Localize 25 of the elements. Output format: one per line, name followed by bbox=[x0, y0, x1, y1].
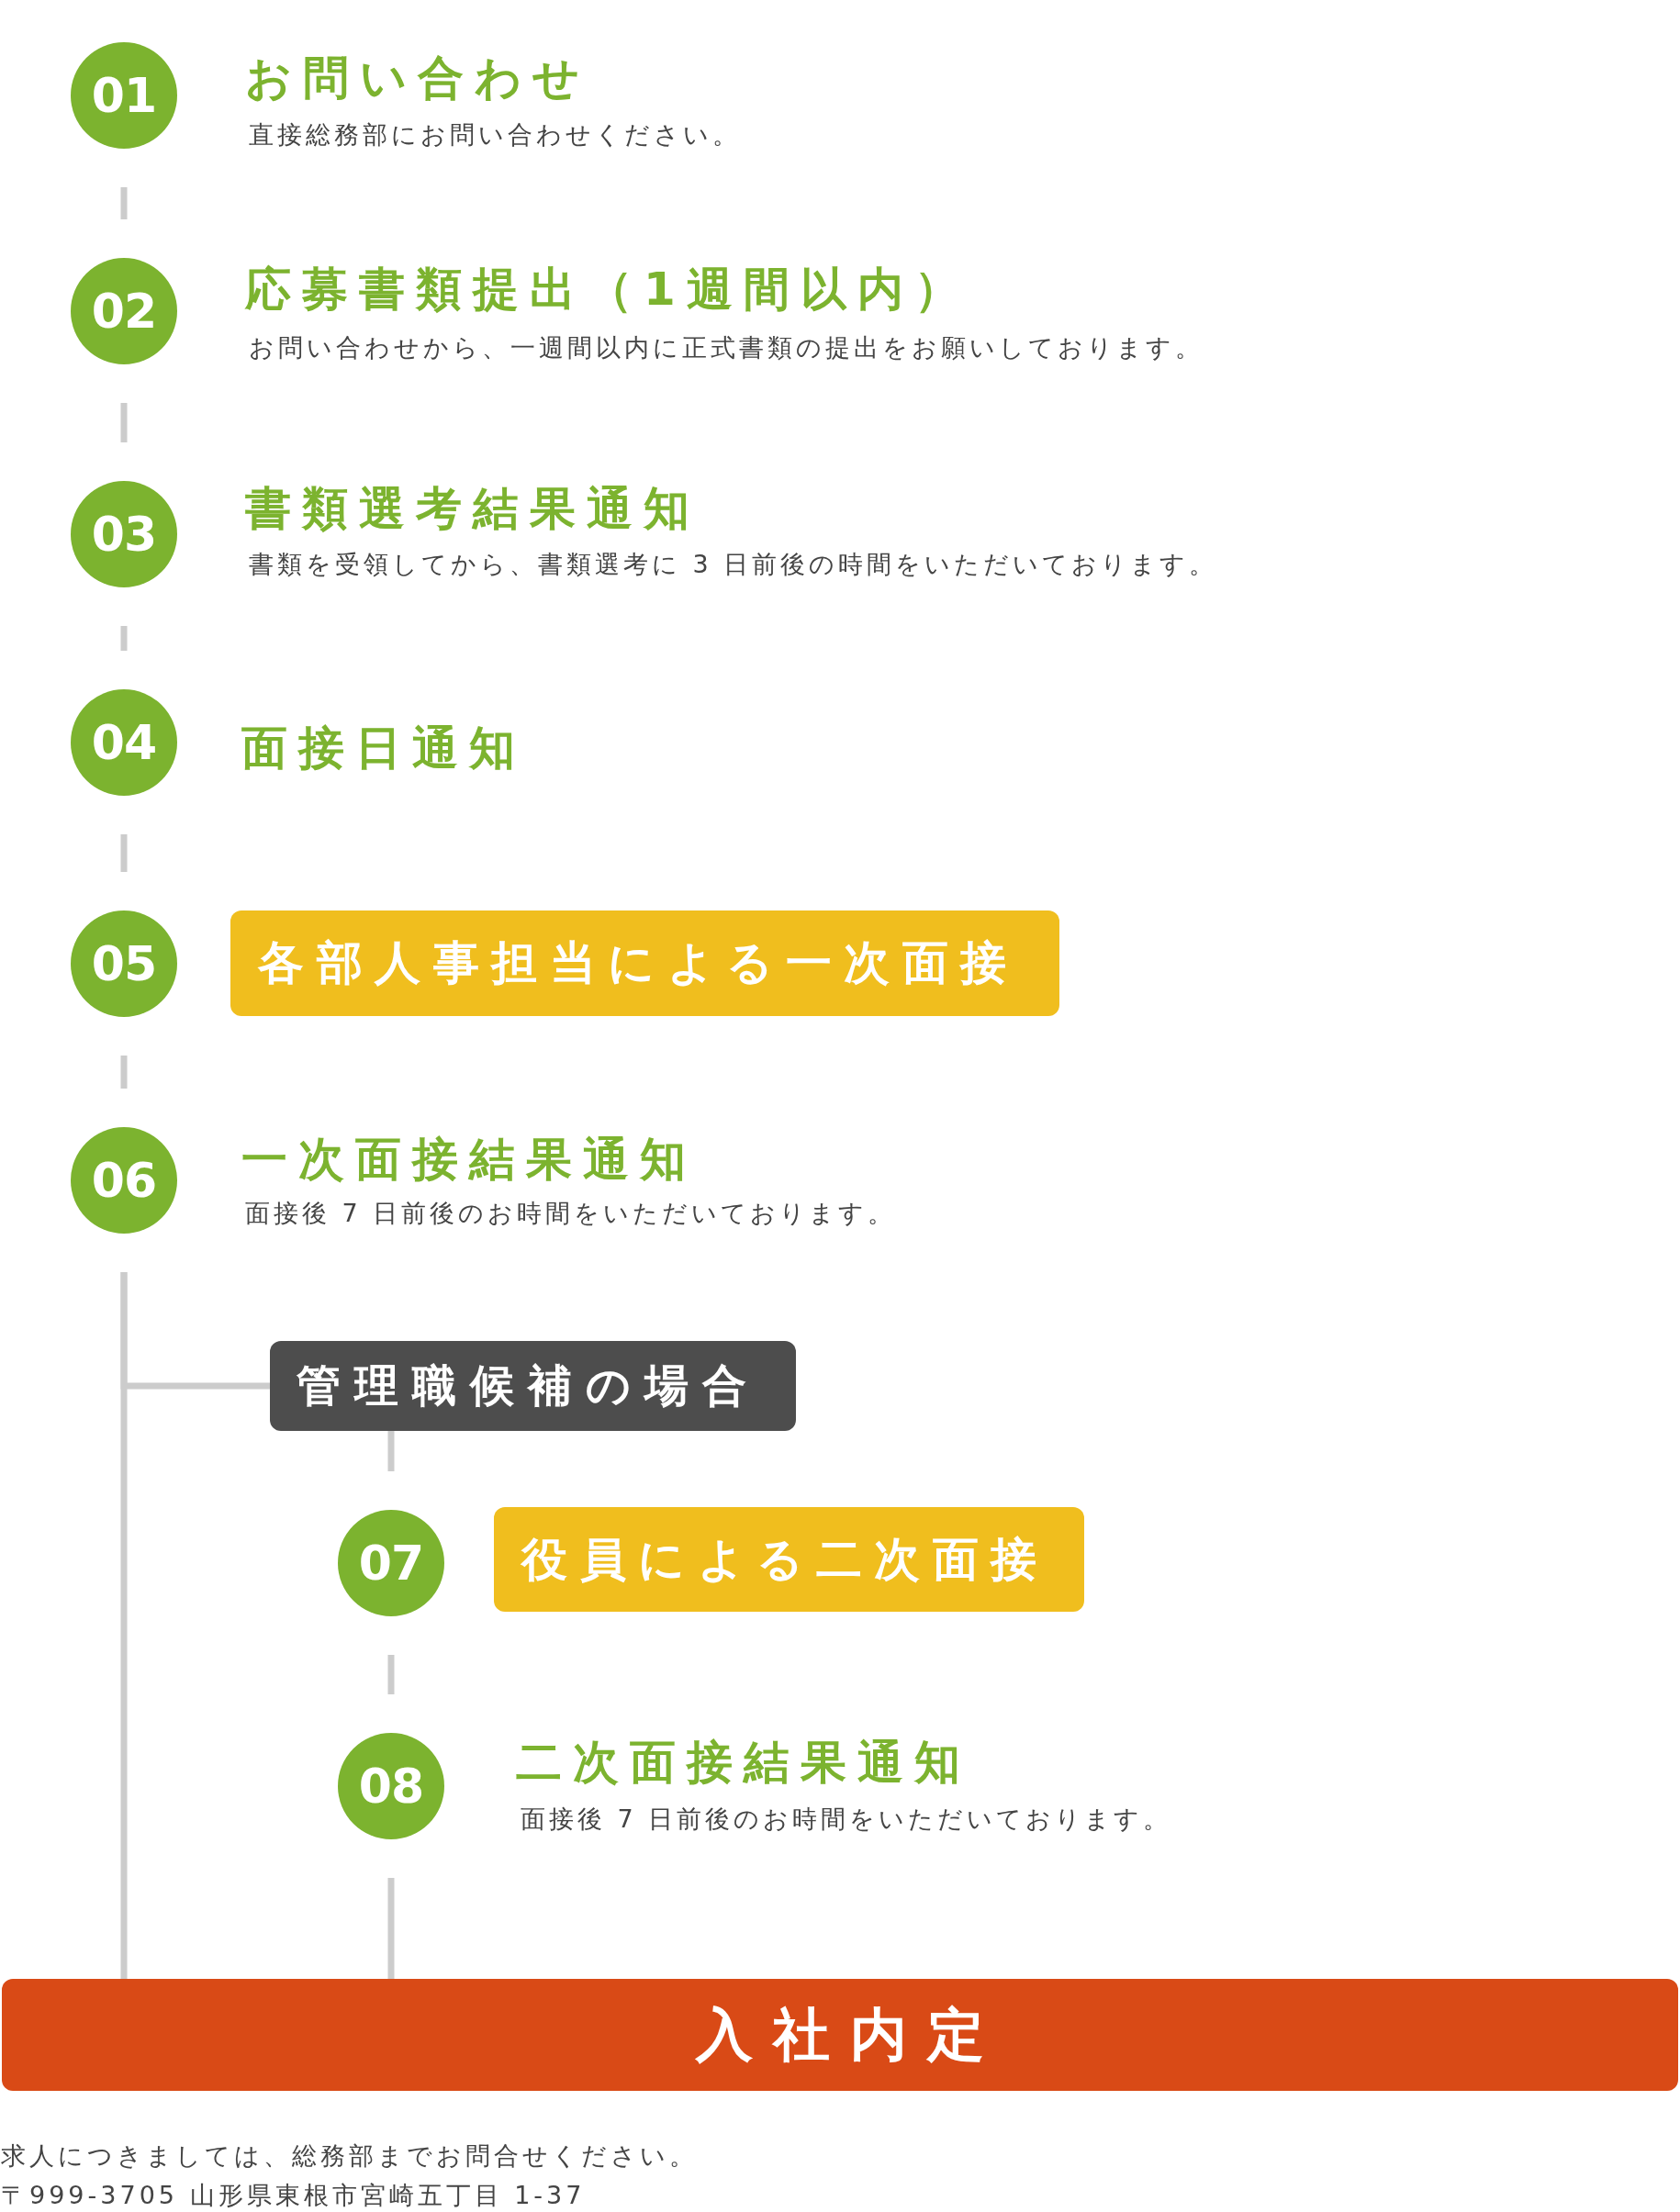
result-bar: 入社内定 bbox=[2, 1979, 1678, 2091]
step-title: お問い合わせ bbox=[245, 50, 590, 106]
step-description: 面接後 7 日前後のお時間をいただいております。 bbox=[245, 1198, 897, 1229]
step-number-circle: 03 bbox=[71, 481, 177, 587]
condition-label: 管理職候補の場合 bbox=[270, 1341, 796, 1431]
step-title: 面接日通知 bbox=[241, 721, 526, 776]
step-description: 面接後 7 日前後のお時間をいただいております。 bbox=[521, 1804, 1172, 1835]
step-title: 一次面接結果通知 bbox=[241, 1132, 697, 1187]
footer-note: 求人につきましては、総務部までお問合せください。 bbox=[1, 2140, 698, 2172]
step-title: 二次面接結果通知 bbox=[516, 1735, 971, 1790]
step-banner: 各部人事担当による一次面接 bbox=[230, 910, 1059, 1016]
address-text: 〒999-3705 山形県東根市宮崎五丁目 1-37 bbox=[1, 2180, 586, 2211]
step-number-circle: 06 bbox=[71, 1127, 177, 1234]
step-number-circle: 07 bbox=[338, 1510, 444, 1616]
step-number-circle: 02 bbox=[71, 258, 177, 364]
step-number-circle: 01 bbox=[71, 42, 177, 149]
step-title: 書類選考結果通知 bbox=[245, 481, 700, 536]
step-number-circle: 05 bbox=[71, 910, 177, 1017]
step-description: 直接総務部にお問い合わせください。 bbox=[249, 119, 741, 151]
step-number-circle: 04 bbox=[71, 689, 177, 796]
step-description: お問い合わせから、一週間以内に正式書類の提出をお願いしております。 bbox=[249, 332, 1204, 363]
step-banner: 役員による二次面接 bbox=[494, 1507, 1084, 1612]
step-number-circle: 08 bbox=[338, 1733, 444, 1839]
step-description: 書類を受領してから、書類選考に 3 日前後の時間をいただいております。 bbox=[249, 549, 1218, 580]
step-title: 応募書類提出（1週間以内） bbox=[245, 262, 971, 317]
